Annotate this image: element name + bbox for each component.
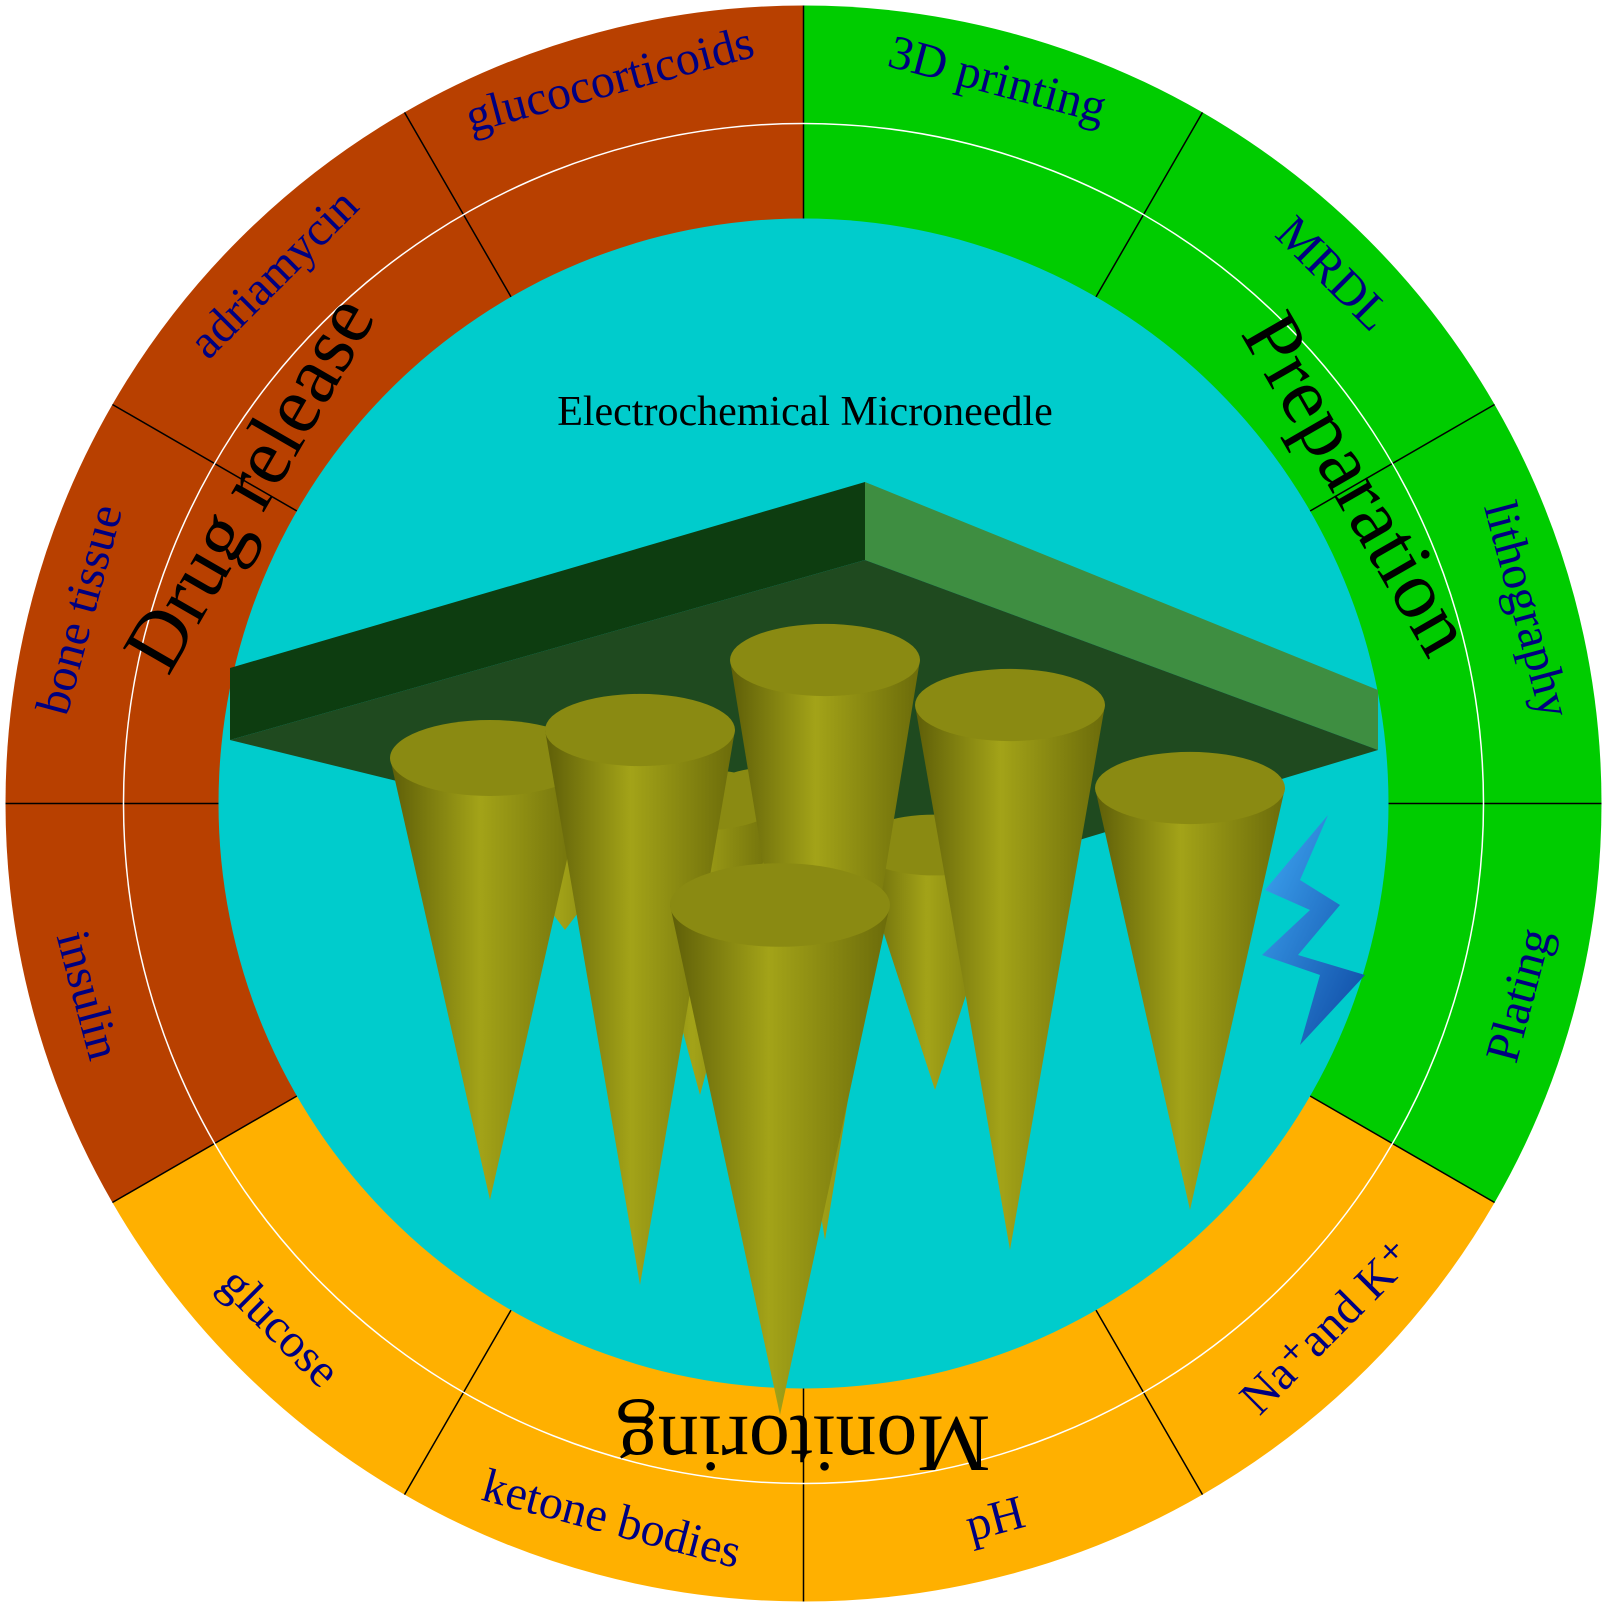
inner-divider-ring	[122, 122, 1485, 1485]
segment-divider	[112, 1095, 298, 1204]
microneedle-patch-icon	[230, 482, 1378, 1415]
segment-divider	[1309, 1095, 1495, 1204]
microneedle	[915, 668, 1105, 1250]
microneedle	[1095, 751, 1285, 1210]
segment-divider	[112, 403, 298, 512]
segment-divider	[1309, 403, 1495, 512]
lightning-bolt-icon	[1262, 815, 1365, 1045]
segment-divider	[1095, 1309, 1204, 1495]
patch-back-edge	[230, 482, 865, 740]
category-label-monitoring: Monitoring	[617, 1399, 991, 1490]
ring-dividers	[5, 5, 1602, 1602]
segment-divider	[1095, 112, 1204, 298]
patch-side-edge	[865, 482, 1378, 750]
center-title: Electrochemical Microneedle	[557, 389, 1053, 435]
microneedle	[545, 693, 735, 1285]
segment-divider	[403, 112, 512, 298]
microneedle	[390, 720, 590, 1200]
lightning-bolt-shape	[1262, 815, 1365, 1045]
segment-divider	[403, 1309, 512, 1495]
microneedle	[670, 863, 890, 1415]
